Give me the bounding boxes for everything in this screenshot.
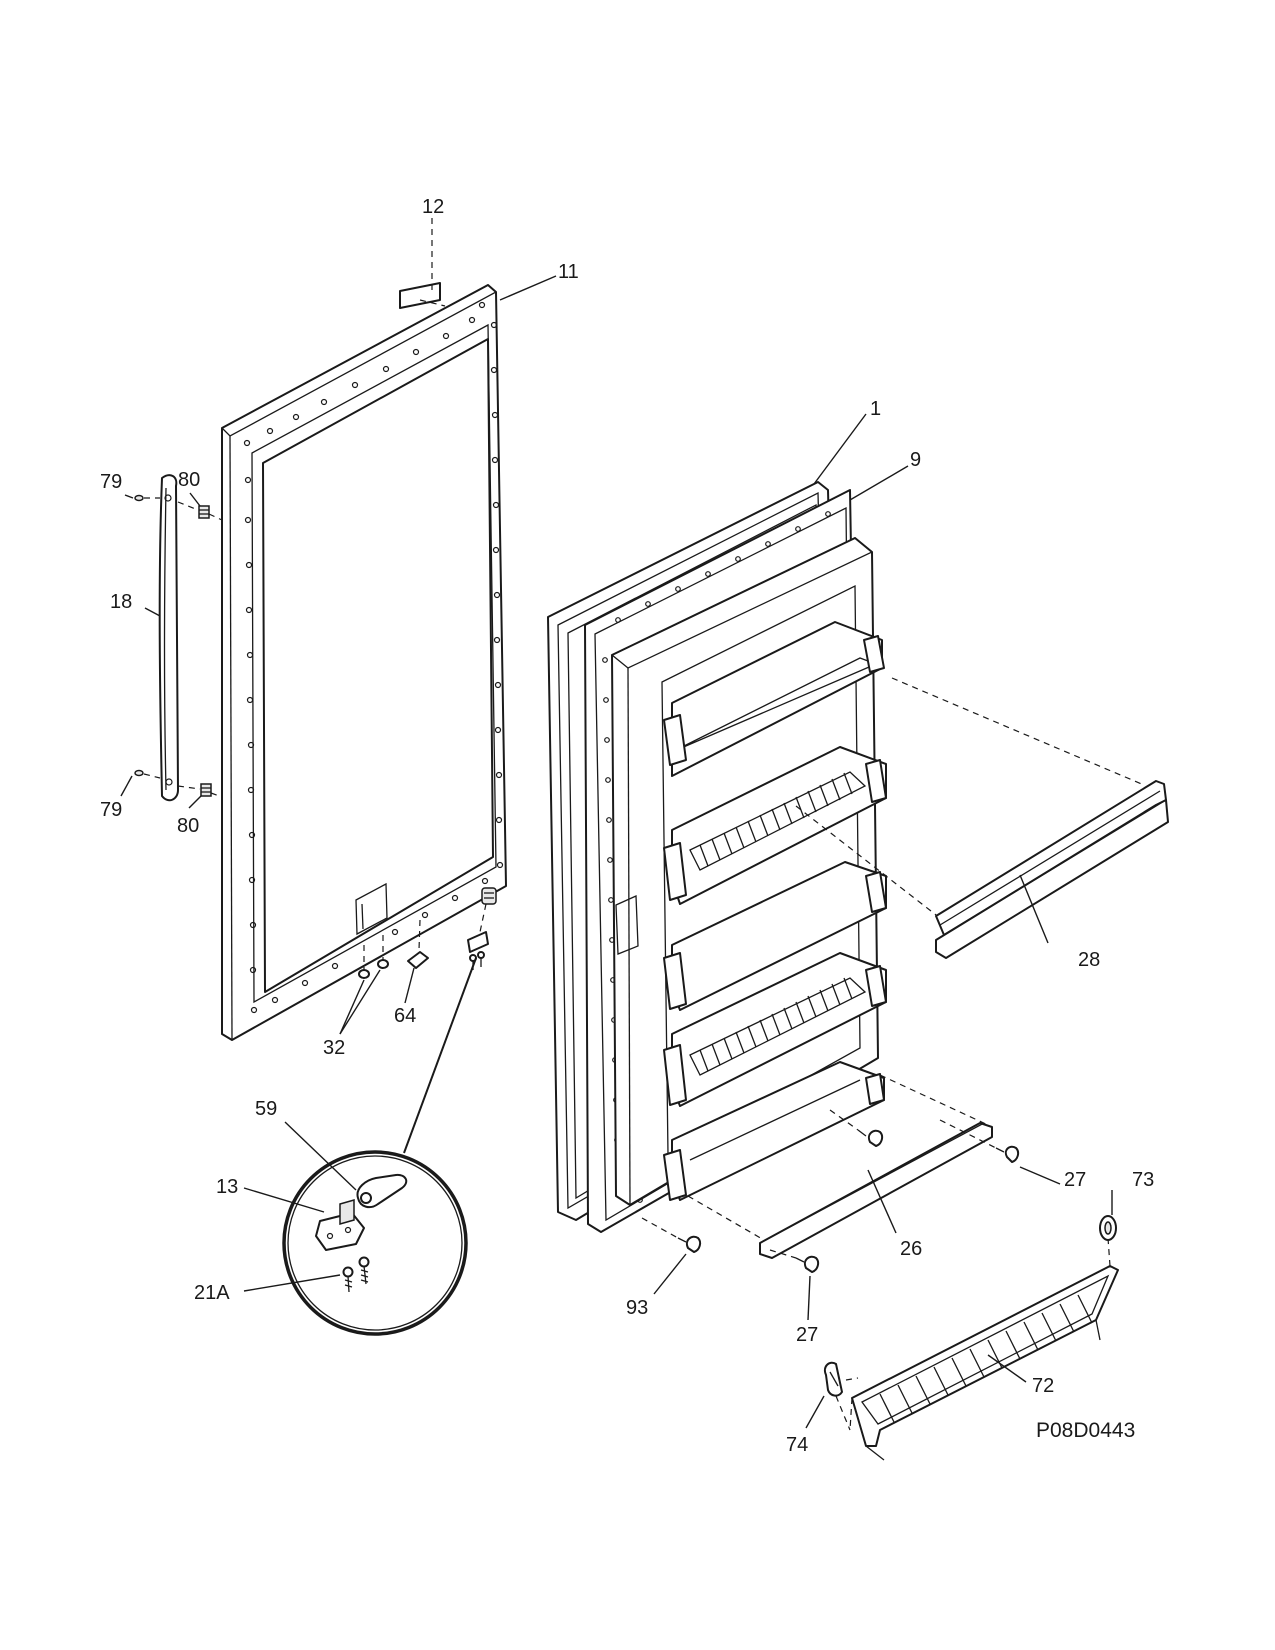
part-79-screw-bottom — [134, 769, 161, 779]
part-28-shelf-rail — [795, 677, 1169, 959]
part-80-nut-top — [177, 501, 223, 521]
callout-74: 74 — [786, 1434, 808, 1456]
part-27-fastener-lower — [769, 1249, 820, 1273]
part-26-bottom-rail — [687, 1074, 993, 1259]
callout-12: 12 — [422, 196, 444, 218]
door-liner-shelves — [610, 537, 887, 1206]
callout-72: 72 — [1032, 1375, 1054, 1397]
part-21a-screws — [342, 1256, 370, 1293]
callout-27-upper: 27 — [1064, 1169, 1086, 1191]
part-72-door-bin — [849, 1237, 1119, 1461]
part-27-fastener-upper — [939, 1119, 1020, 1163]
callout-73: 73 — [1132, 1169, 1154, 1191]
callout-32: 32 — [323, 1037, 345, 1059]
diagram-code: P08D0443 — [1036, 1419, 1135, 1442]
part-79-screw-top — [134, 494, 160, 502]
part-80-nut-bottom — [177, 783, 223, 798]
callout-59: 59 — [255, 1098, 277, 1120]
part-59-hinge-plate — [356, 1173, 408, 1209]
part-64-plate — [407, 919, 429, 969]
part-74-clip — [824, 1361, 859, 1431]
callout-13: 13 — [216, 1176, 238, 1198]
callout-93: 93 — [626, 1297, 648, 1319]
callout-28: 28 — [1078, 949, 1100, 971]
callout-80-top: 80 — [178, 469, 200, 491]
part-32-washers — [358, 935, 389, 979]
part-11-door-panel — [220, 284, 507, 1041]
callout-18: 18 — [110, 591, 132, 613]
part-fastener-mid — [829, 1109, 884, 1147]
callout-21a: 21A — [194, 1282, 230, 1304]
part-93-fastener — [641, 1217, 702, 1253]
callout-labels: 12 11 1 9 79 80 18 79 80 28 32 64 59 27 … — [100, 196, 1154, 1456]
part-13-hinge-bracket — [315, 1199, 365, 1251]
part-73-clip — [1099, 1215, 1117, 1241]
callout-79-top: 79 — [100, 471, 122, 493]
callout-64: 64 — [394, 1005, 416, 1027]
part-12-label-plate — [399, 262, 446, 309]
callout-26: 26 — [900, 1238, 922, 1260]
callout-1: 1 — [870, 398, 881, 420]
leader-lines — [120, 218, 1113, 1429]
callout-27-lower: 27 — [796, 1324, 818, 1346]
callout-79-bottom: 79 — [100, 799, 122, 821]
callout-80-bottom: 80 — [177, 815, 199, 837]
callout-9: 9 — [910, 449, 921, 471]
part-18-handle — [158, 474, 179, 802]
callout-11: 11 — [558, 261, 579, 283]
hinge-detail-circle — [282, 957, 477, 1336]
